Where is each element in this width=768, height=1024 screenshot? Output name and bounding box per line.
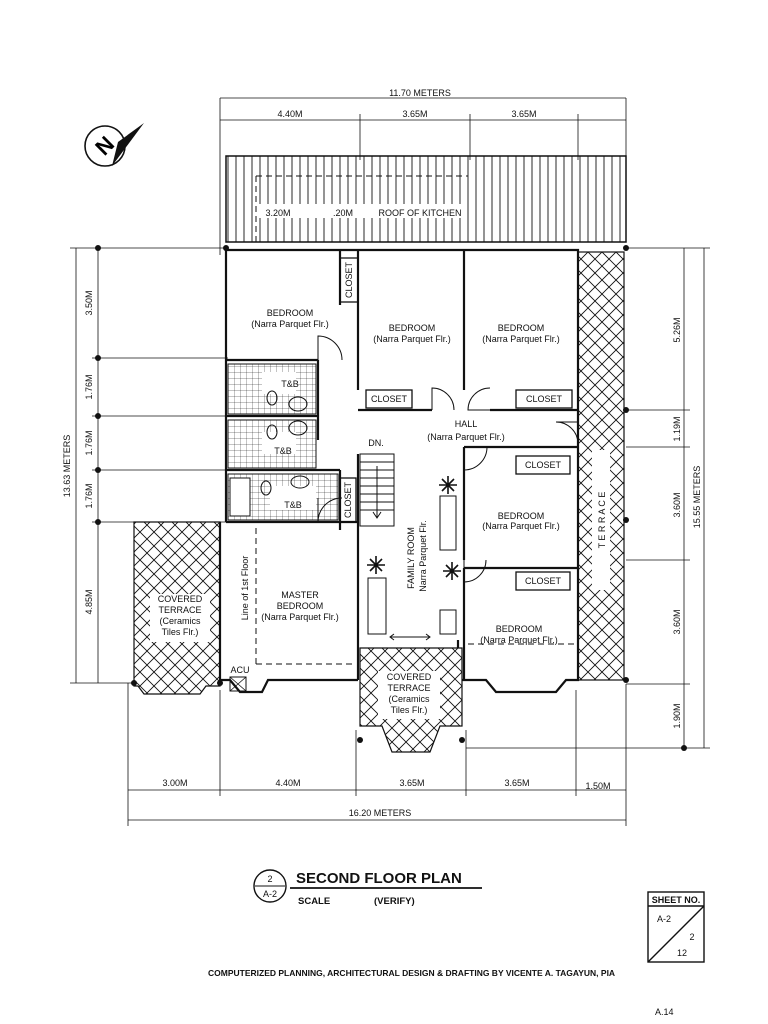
page-ref: A.14 [655,1007,674,1017]
dim-right-1: 5.26M [672,317,682,342]
bedroom-4-floor: (Narra Parquet Flr.) [482,521,560,531]
dim-top-total: 11.70 METERS [389,88,451,98]
bottom-dimensions [127,683,627,826]
dim-left-5: 4.85M [84,589,94,614]
bedroom-2-label: BEDROOM [389,323,436,333]
dim-left-1: 3.50M [84,290,94,315]
front-terrace-label-bg [378,671,440,719]
left-terrace-label-bg [150,594,210,642]
sheet-ref: A-2 [657,914,671,924]
dim-left-4: 1.76M [84,483,94,508]
hall-floor: (Narra Parquet Flr.) [427,432,505,442]
dim-bottom-3: 3.65M [399,778,424,788]
tb-2-label: T&B [274,446,292,456]
left-terrace-l2: TERRACE [158,605,201,615]
hall-label: HALL [455,419,478,429]
bedroom-5-label: BEDROOM [496,624,543,634]
dim-right-3: 3.60M [672,492,682,517]
acu-cross [229,676,247,692]
sheet-total: 12 [677,948,687,958]
bedroom-4-label: BEDROOM [498,511,545,521]
title-circle-bottom: A-2 [263,889,277,899]
closet-2-label: CLOSET [371,394,408,404]
line-of-first-floor [255,175,574,665]
dim-left-total: 13.63 METERS [62,435,72,498]
acu-unit [229,676,247,692]
master-bedroom-l1: MASTER [281,590,319,600]
kitchen-roof [225,155,627,243]
dim-bottom-5: 1.50M [585,781,610,791]
dim-left-3: 1.76M [84,430,94,455]
dim-top-3: 3.65M [511,109,536,119]
dim-bottom-total: 16.20 METERS [349,808,412,818]
plant-icon [367,476,461,580]
bedroom-2-floor: (Narra Parquet Flr.) [373,334,451,344]
dim-top-2: 3.65M [402,109,427,119]
dim-right-4: 3.60M [672,609,682,634]
title-block [253,869,482,903]
stairs-down-label: DN. [368,438,384,448]
dim-bottom-2: 4.40M [275,778,300,788]
acu-label: ACU [230,665,249,675]
footer-credit: COMPUTERIZED PLANNING, ARCHITECTURAL DES… [208,968,615,978]
north-arrow-icon: N [84,123,144,167]
plan-title: SECOND FLOOR PLAN [296,870,462,887]
roof-of-kitchen-label: ROOF OF KITCHEN [379,208,462,218]
closet-5-label: CLOSET [525,576,562,586]
family-room-label: FAMILY ROOM [406,527,416,589]
left-terrace-l3: (Ceramics [159,616,201,626]
bedroom-3-label: BEDROOM [498,323,545,333]
dim-kitchen-left: 3.20M [265,208,290,218]
title-circle-top: 2 [267,874,272,884]
front-terrace-l1: COVERED [387,672,432,682]
dim-right-2: 1.19M [672,416,682,441]
column-markers [95,245,687,751]
scale-label: SCALE [298,896,330,907]
terrace-label-bg [592,450,610,590]
bedroom-5-floor: (Narra Parquet Flr.) [480,635,558,645]
right-dimensions [466,247,710,749]
dim-top-1: 4.40M [277,109,302,119]
tb-1-label: T&B [281,379,299,389]
front-terrace-l4: Tiles Flr.) [391,705,428,715]
dim-right-5: 1.90M [672,703,682,728]
family-room-floor: Narra Parquet Flr. [418,520,428,592]
bedroom-1-label: BEDROOM [267,308,314,318]
sheet-number-box [647,891,705,963]
side-terrace-label: T E R R A C E [597,492,607,549]
closet-1-label: CLOSET [344,261,354,298]
closets [339,257,573,591]
line-first-floor-label: Line of 1st Floor [240,556,250,621]
stairs [359,453,395,527]
sheet-label: SHEET NO. [652,895,701,905]
tb-3-label: T&B [284,500,302,510]
dim-kitchen-right: .20M [333,208,353,218]
closet-4-label: CLOSET [525,460,562,470]
left-terrace-l4: Tiles Flr.) [162,627,199,637]
bedroom-3-floor: (Narra Parquet Flr.) [482,334,560,344]
closet-3-label: CLOSET [526,394,563,404]
bedroom-1-floor: (Narra Parquet Flr.) [251,319,329,329]
doors [317,335,579,583]
master-bedroom-l2: BEDROOM [277,601,324,611]
dim-bottom-1: 3.00M [162,778,187,788]
sheet-num: 2 [689,932,694,942]
dim-bottom-4: 3.65M [504,778,529,788]
dim-left-2: 1.76M [84,374,94,399]
master-bedroom-floor: (Narra Parquet Flr.) [261,612,339,622]
top-dimensions [219,97,627,255]
family-room-furniture [367,495,457,641]
scale-value: (VERIFY) [374,896,415,907]
front-terrace-l3: (Ceramics [388,694,430,704]
dim-right-total: 15.55 METERS [692,466,702,529]
left-terrace-l1: COVERED [158,594,203,604]
front-terrace-l2: TERRACE [387,683,430,693]
closet-6-label: CLOSET [343,481,353,518]
